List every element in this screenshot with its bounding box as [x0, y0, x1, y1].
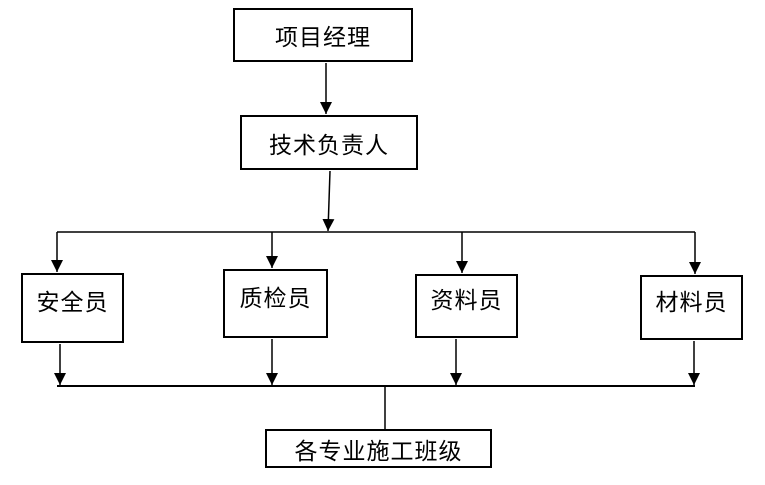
node-project-manager-label: 项目经理 [275, 25, 371, 50]
node-material-clerk: 材料员 [640, 275, 743, 340]
node-technical-director-label: 技术负责人 [269, 132, 389, 158]
connector-td-to-rail [322, 170, 335, 232]
node-document-clerk-label: 资料员 [430, 288, 503, 313]
node-construction-crews: 各专业施工班级 [265, 429, 492, 468]
node-quality-inspector: 质检员 [223, 269, 328, 338]
node-safety-officer: 安全员 [21, 273, 124, 343]
node-safety-officer-label: 安全员 [36, 290, 109, 315]
node-project-manager: 项目经理 [233, 8, 413, 62]
node-quality-inspector-label: 质检员 [239, 285, 312, 311]
node-document-clerk: 资料员 [415, 274, 518, 338]
node-construction-crews-label: 各专业施工班级 [294, 438, 463, 464]
node-technical-director: 技术负责人 [240, 115, 418, 170]
node-material-clerk-label: 材料员 [655, 289, 728, 315]
